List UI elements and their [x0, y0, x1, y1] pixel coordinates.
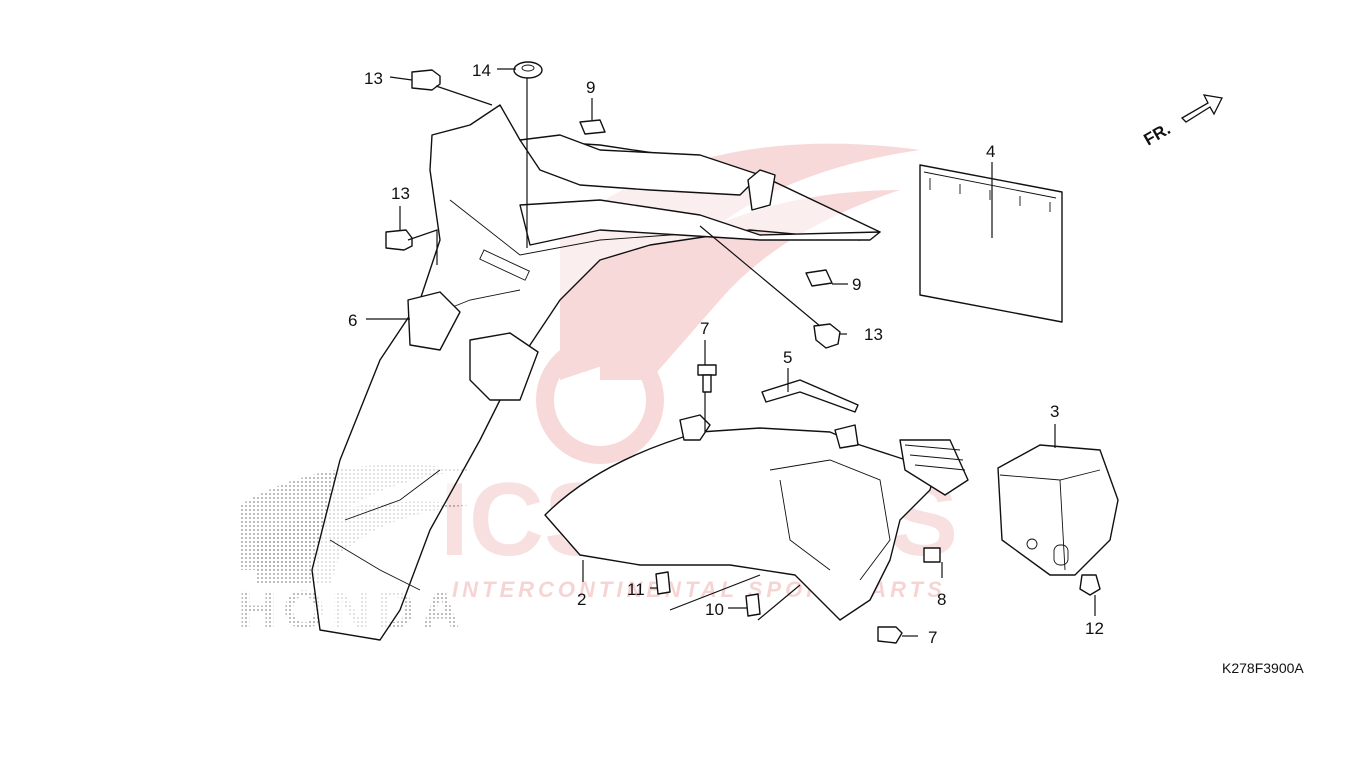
callout-6: 6 [348, 311, 357, 330]
drawing-code: K278F3900A [1222, 660, 1304, 676]
callout-11: 11 [627, 580, 645, 599]
callout-13-top: 13 [364, 69, 383, 88]
part-tail-cover [997, 444, 1119, 576]
callout-12: 12 [1085, 619, 1104, 638]
callout-4: 4 [986, 142, 995, 161]
part-rear-fender-main [311, 104, 881, 641]
callout-8: 8 [937, 590, 946, 609]
callout-14: 14 [472, 61, 491, 80]
callout-10: 10 [705, 600, 724, 619]
leader-lines [366, 68, 1096, 637]
callout-9-top: 9 [586, 78, 595, 97]
callout-7-bottom: 7 [928, 628, 937, 647]
callout-13-left: 13 [391, 184, 410, 203]
part-rear-inner-fender [544, 414, 969, 621]
callout-3: 3 [1050, 402, 1059, 421]
callout-9-right: 9 [852, 275, 861, 294]
front-label: FR. [1141, 119, 1174, 149]
callout-13-right: 13 [864, 325, 883, 344]
part-bracket-5 [761, 379, 859, 413]
front-direction-arrow: FR. [1141, 94, 1223, 149]
callout-2: 2 [577, 590, 586, 609]
callout-5: 5 [783, 348, 792, 367]
callout-numbers: 13 14 9 4 13 6 9 13 7 5 3 2 11 10 8 7 12 [348, 61, 1104, 647]
fasteners [385, 61, 1101, 644]
callout-7-top: 7 [700, 319, 709, 338]
part-license-plate [919, 164, 1063, 323]
